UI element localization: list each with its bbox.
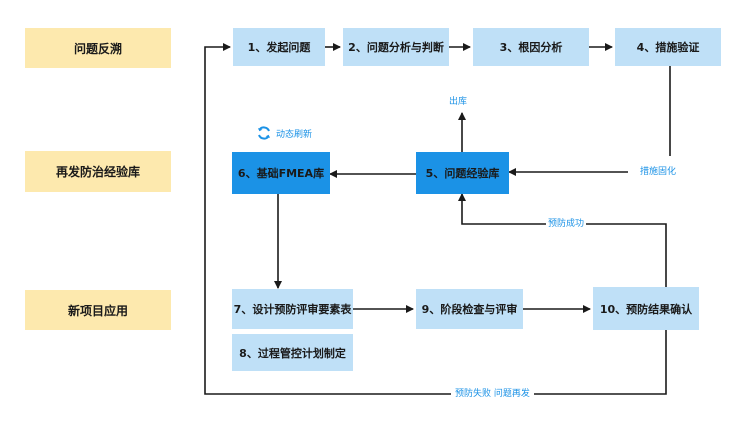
step-1-initiate: 1、发起问题 xyxy=(233,28,325,66)
step-7-review-table: 7、设计预防评审要素表 xyxy=(232,289,353,329)
label-prevention-failure: 预防失败 问题再发 xyxy=(451,388,534,400)
stage-application: 新项目应用 xyxy=(25,290,171,330)
step-5-experience-library: 5、问题经验库 xyxy=(416,152,509,194)
label-outbound: 出库 xyxy=(447,96,470,108)
step-4-verify: 4、措施验证 xyxy=(615,28,721,66)
step-6-fmea-library: 6、基础FMEA库 xyxy=(232,152,330,194)
step-9-stage-check: 9、阶段检查与评审 xyxy=(416,289,523,329)
stage-trace: 问题反溯 xyxy=(25,28,171,68)
label-prevention-success: 预防成功 xyxy=(546,218,587,230)
arrow-failure-to-1 xyxy=(204,43,667,395)
dynamic-refresh: 动态刷新 xyxy=(256,125,312,141)
step-10-confirm: 10、预防结果确认 xyxy=(593,287,699,330)
dynamic-refresh-label: 动态刷新 xyxy=(276,129,313,140)
step-8-control-plan: 8、过程管控计划制定 xyxy=(232,334,353,371)
stage-library: 再发防治经验库 xyxy=(25,151,171,192)
step-2-analysis: 2、问题分析与判断 xyxy=(343,28,449,66)
arrow-success-to-5 xyxy=(458,193,667,287)
label-measure-solidify: 措施固化 xyxy=(638,166,679,178)
step-3-root-cause: 3、根因分析 xyxy=(473,28,589,66)
refresh-icon xyxy=(256,125,272,141)
